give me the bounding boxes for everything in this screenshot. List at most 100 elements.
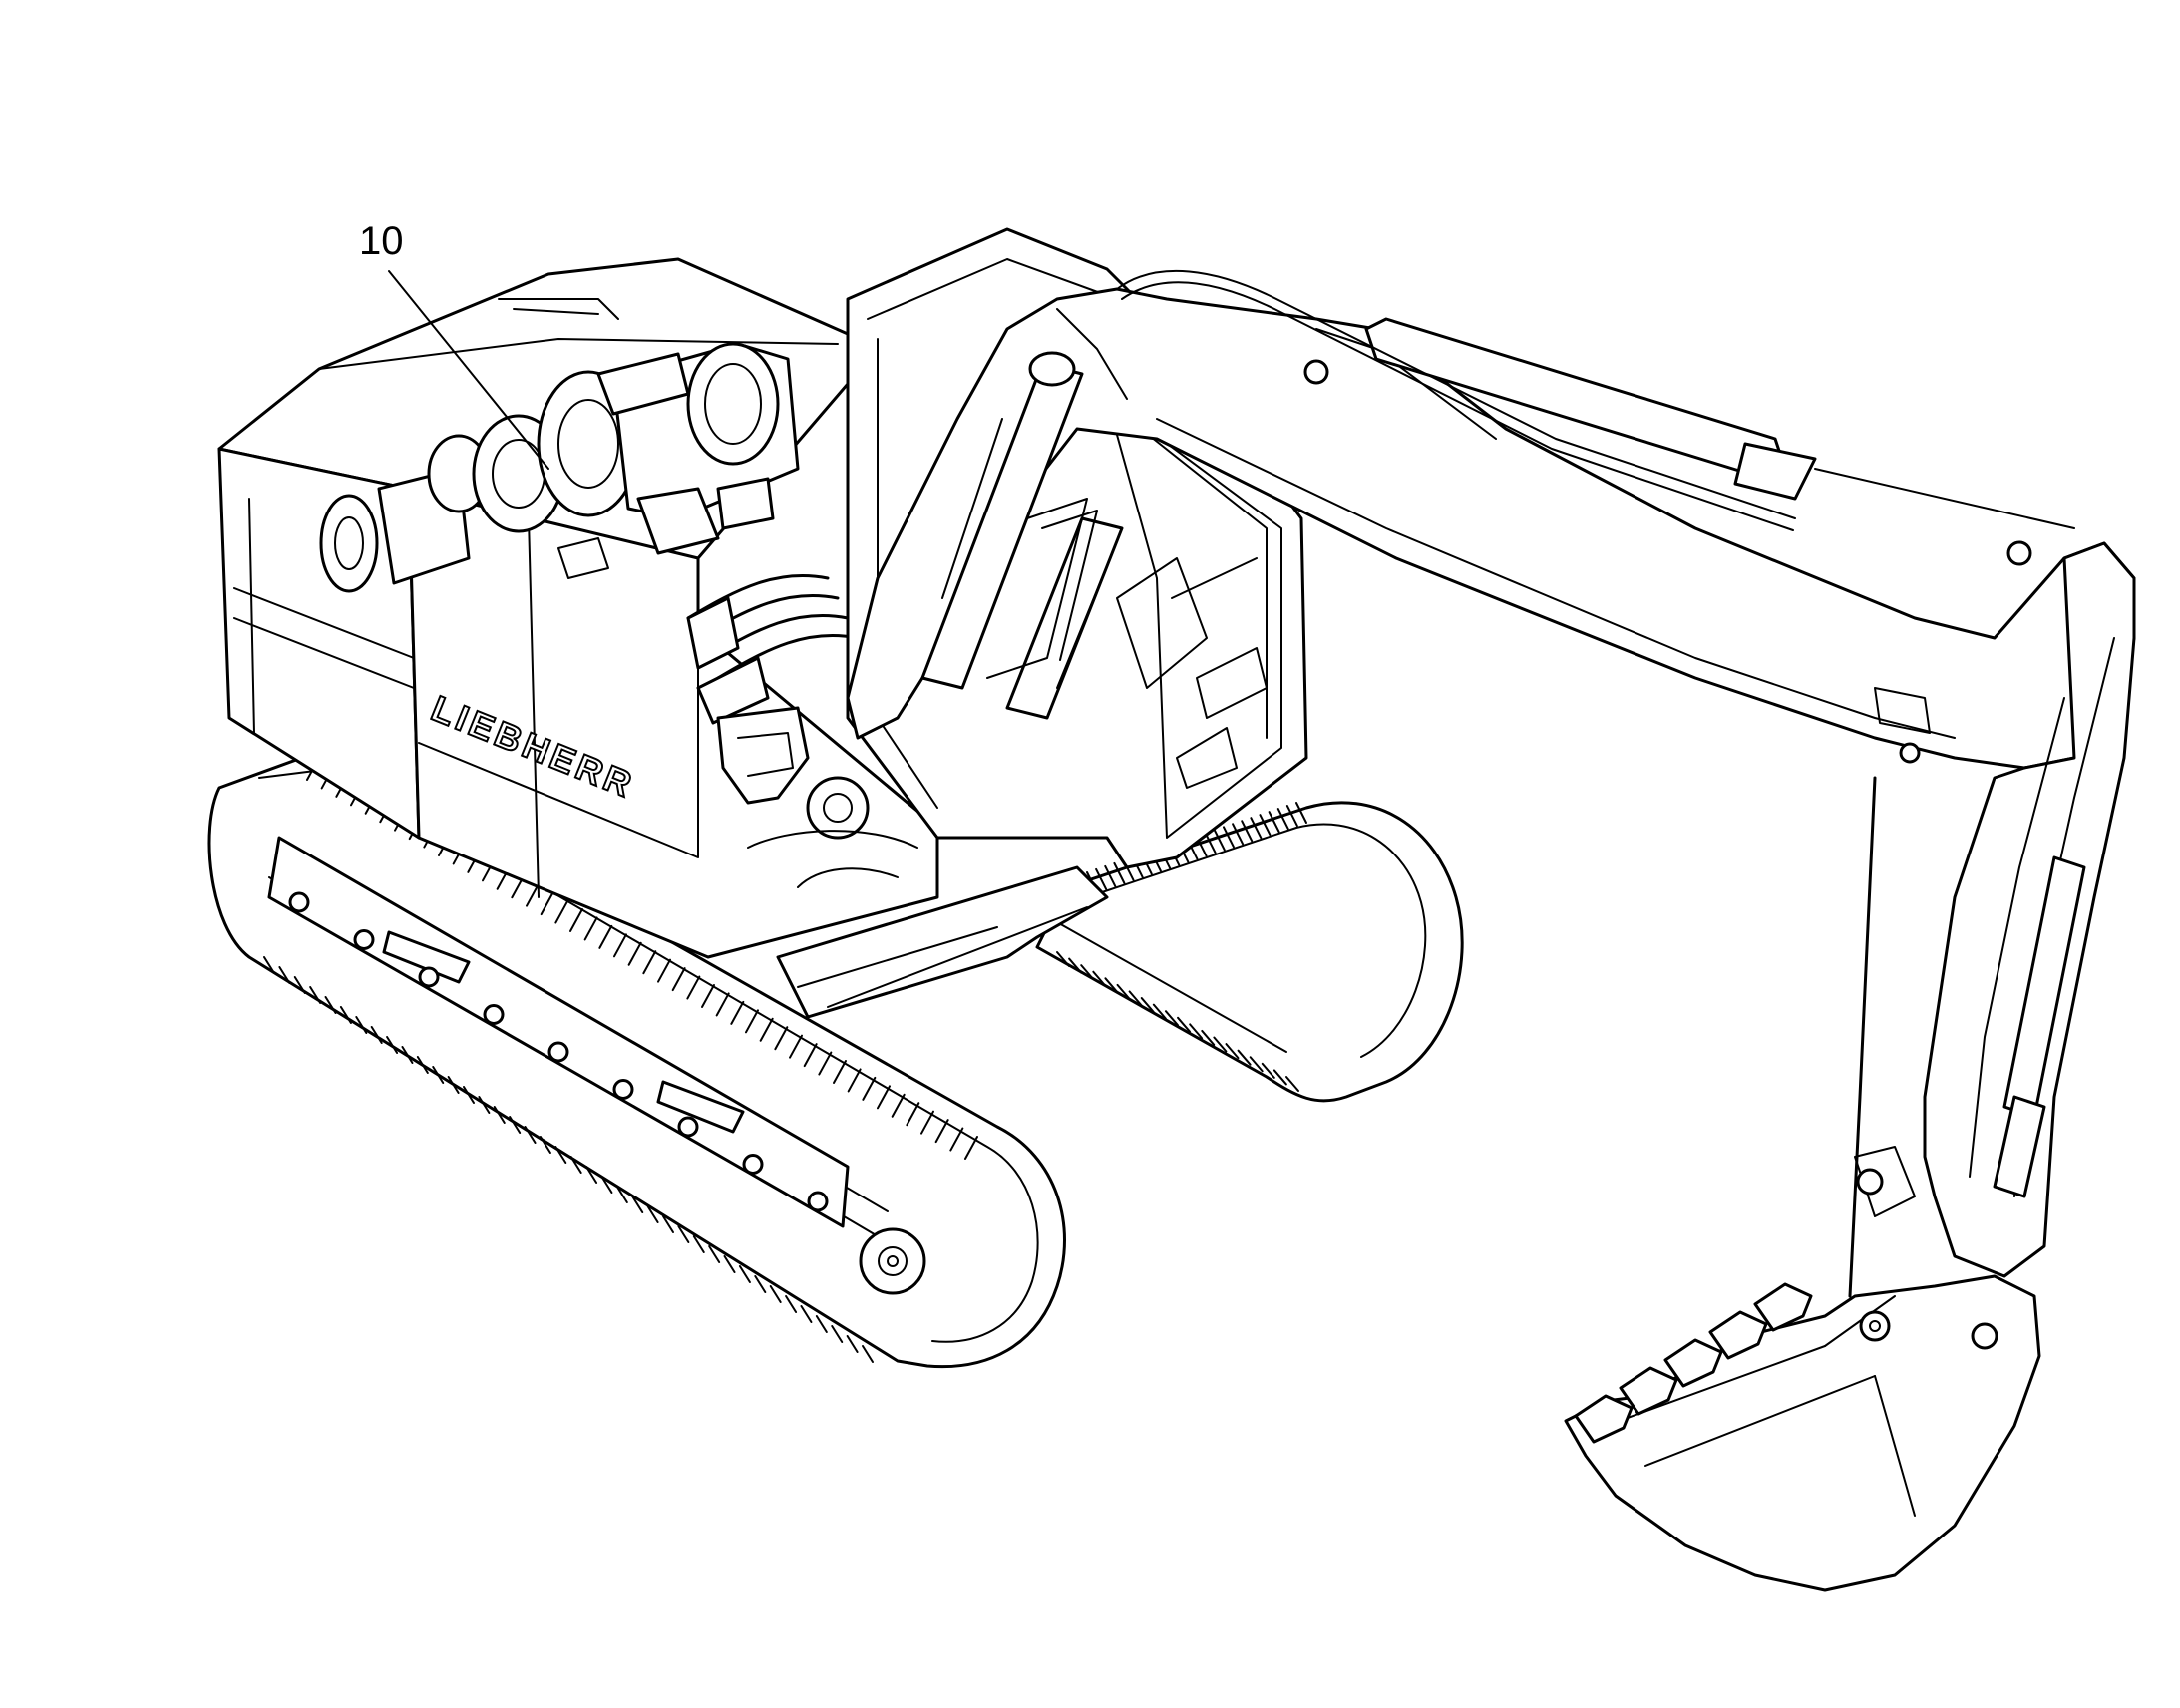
bucket-tooth xyxy=(1710,1312,1766,1358)
track-shoe xyxy=(1215,830,1225,850)
roller xyxy=(290,893,308,911)
callout-number: 10 xyxy=(359,219,404,263)
track-shoe xyxy=(907,1103,918,1125)
track-shoe xyxy=(1190,1024,1202,1038)
track-shoe xyxy=(950,1129,962,1151)
bucket-pin xyxy=(1861,1312,1889,1340)
track-shoe xyxy=(1202,1031,1214,1045)
track-shoe xyxy=(921,1112,933,1134)
track-shoe xyxy=(849,1069,861,1091)
track-shoe xyxy=(848,1336,858,1352)
track-shoe xyxy=(1263,1064,1274,1078)
track-shoe xyxy=(801,1306,811,1322)
track-shoe xyxy=(464,1087,474,1103)
track-shoe xyxy=(771,1286,781,1302)
track-shoe xyxy=(1287,806,1297,826)
track-shoe xyxy=(614,934,626,956)
roller xyxy=(744,1156,762,1174)
track-shoe xyxy=(402,1047,412,1063)
idler-wheel xyxy=(861,1229,924,1293)
track-shoe xyxy=(1260,815,1270,835)
stick xyxy=(1850,543,2134,1296)
track-shoe xyxy=(725,1256,735,1272)
track-shoe xyxy=(746,1010,758,1032)
track-shoe xyxy=(694,1236,704,1252)
track-shoe xyxy=(555,1147,565,1163)
track-shoe xyxy=(356,1017,366,1033)
grab-handle xyxy=(658,1082,743,1132)
track-shoe xyxy=(648,1206,658,1222)
track-shoe xyxy=(571,1157,581,1173)
track-shoe xyxy=(658,960,670,982)
track-shoe xyxy=(775,1027,787,1049)
track-shoe xyxy=(790,1036,802,1058)
track-shoe xyxy=(786,1296,796,1312)
track-shoe xyxy=(542,892,553,914)
bucket-tooth xyxy=(1755,1284,1811,1330)
track-shoe xyxy=(1114,863,1124,883)
track-shoe xyxy=(264,957,274,973)
track-shoe xyxy=(643,951,655,973)
bucket xyxy=(1566,1276,2039,1590)
roller xyxy=(485,1006,503,1024)
track-shoe xyxy=(709,1246,719,1262)
track-shoe xyxy=(1142,998,1154,1012)
left-track xyxy=(209,748,1065,1367)
track-shoe xyxy=(702,985,714,1007)
track-rollers xyxy=(290,893,827,1210)
callout-10: 10 xyxy=(359,219,548,469)
carbody xyxy=(778,867,1107,1017)
track-shoe xyxy=(965,1137,977,1159)
track-shoe xyxy=(555,901,567,923)
boom-pin xyxy=(2008,542,2030,564)
right-track xyxy=(1037,803,1462,1101)
track-shoe xyxy=(1154,1005,1166,1019)
track-shoe xyxy=(893,1095,905,1117)
track-shoe xyxy=(678,1226,688,1242)
bucket-tooth xyxy=(1665,1340,1721,1386)
bucket-pin xyxy=(1973,1324,1997,1348)
track-shoe xyxy=(1105,866,1115,886)
track-shoe xyxy=(1105,978,1117,992)
track-shoe xyxy=(740,1266,750,1282)
track-shoe xyxy=(673,968,685,990)
track-shoe xyxy=(526,1127,536,1143)
track-shoe xyxy=(510,1117,520,1133)
track-shoe xyxy=(279,967,289,983)
track-shoe xyxy=(761,1019,773,1041)
track-shoe xyxy=(1251,1057,1263,1071)
boom-pin xyxy=(1305,361,1327,383)
track-shoe xyxy=(878,1086,890,1108)
track-shoe xyxy=(936,1120,948,1142)
track-shoe xyxy=(1166,1011,1178,1025)
bucket-teeth xyxy=(1576,1284,1811,1442)
side-panel xyxy=(409,489,937,957)
track-shoe xyxy=(1270,812,1279,832)
track-shoe xyxy=(731,1002,743,1024)
track-shoe xyxy=(433,1067,443,1083)
track-shoe xyxy=(863,1078,875,1100)
track-shoe xyxy=(326,997,336,1013)
track-shoe xyxy=(817,1316,827,1332)
track-shoe xyxy=(599,926,611,948)
roller xyxy=(420,968,438,986)
bucket-tooth xyxy=(1621,1368,1676,1414)
track-shoe xyxy=(310,987,320,1003)
track-shoe xyxy=(1130,991,1142,1005)
track-shoe xyxy=(387,1037,397,1053)
stick-pin xyxy=(1901,744,1919,762)
track-shoe xyxy=(617,1187,627,1202)
track-shoe xyxy=(663,1216,673,1232)
track-shoe xyxy=(1214,1038,1226,1052)
track-shoe xyxy=(1274,1070,1286,1084)
track-shoe xyxy=(341,1007,351,1023)
track-shoe xyxy=(418,1057,428,1073)
roller xyxy=(614,1081,632,1099)
track-shoe xyxy=(449,1077,459,1093)
track-shoe xyxy=(834,1061,846,1083)
leader-line xyxy=(389,271,548,469)
track-shoe xyxy=(570,909,582,931)
roller xyxy=(355,931,373,949)
upper-structure: LIEBHERR xyxy=(219,229,1306,957)
